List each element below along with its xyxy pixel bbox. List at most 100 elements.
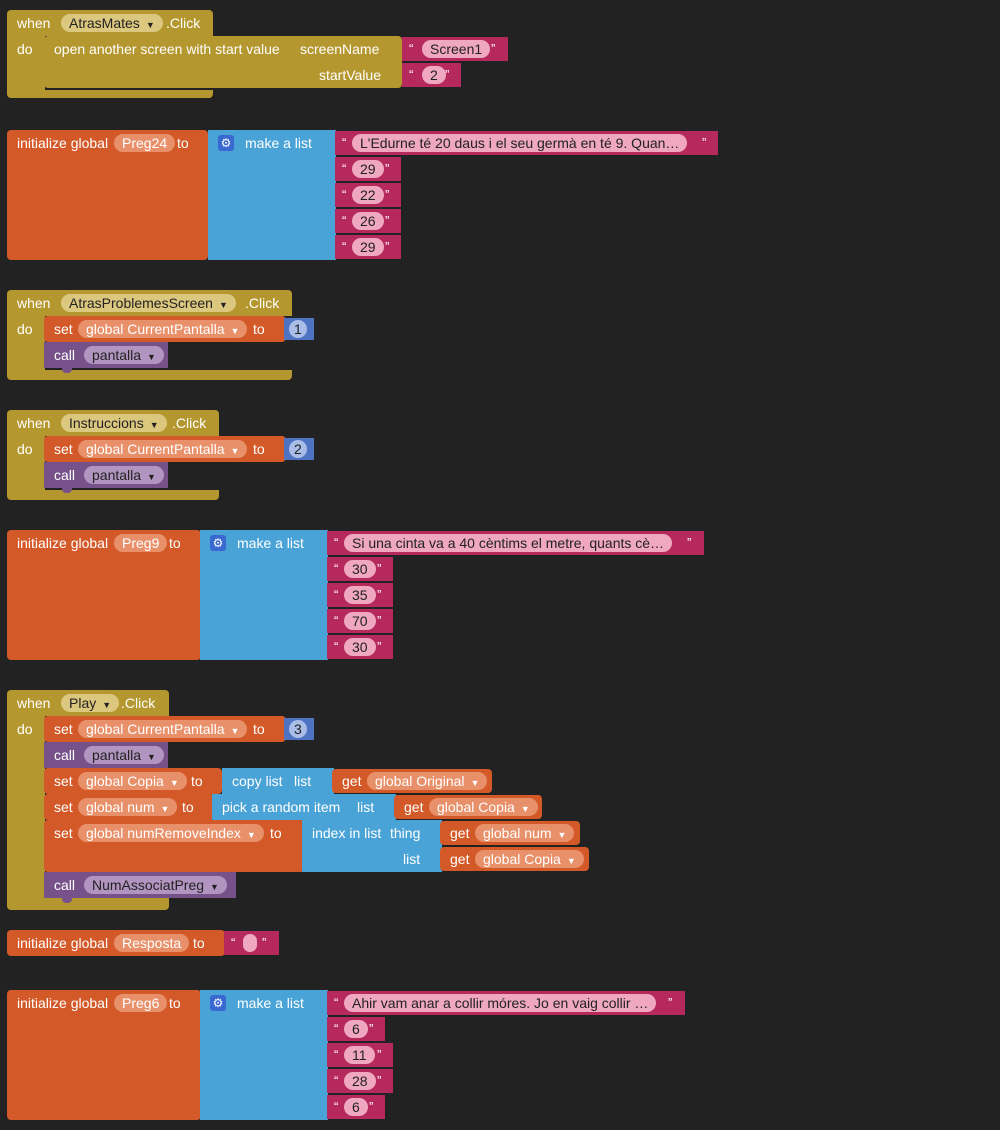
variable-name-field[interactable]: Resposta xyxy=(114,934,190,952)
get-variable-block[interactable]: get global Copia▼ xyxy=(394,795,542,819)
make-list-block[interactable]: ⚙ make a list xyxy=(200,530,328,660)
list-item-text[interactable]: “ 26 ” xyxy=(335,209,401,233)
gear-icon[interactable]: ⚙ xyxy=(210,535,226,551)
call-procedure-block[interactable]: call NumAssociatPreg▼ xyxy=(44,872,236,903)
pick-random-item-block[interactable]: pick a random item list xyxy=(212,794,396,820)
gear-icon[interactable]: ⚙ xyxy=(210,995,226,1011)
call-label: call xyxy=(54,467,76,483)
text-block-screen[interactable]: “ Screen1 ” xyxy=(402,37,508,61)
variable-dropdown[interactable]: global Copia▼ xyxy=(429,798,538,816)
component-dropdown[interactable]: Instruccions▼ xyxy=(61,414,167,432)
list-item-text[interactable]: “ 6 ” xyxy=(327,1095,385,1119)
text-field[interactable]: 29 xyxy=(352,238,384,256)
make-list-block[interactable]: ⚙ make a list xyxy=(208,130,336,260)
procedure-dropdown[interactable]: pantalla▼ xyxy=(84,466,164,484)
text-field[interactable]: 2 xyxy=(422,66,446,84)
make-list-block[interactable]: ⚙ make a list xyxy=(200,990,328,1120)
component-dropdown[interactable]: Play▼ xyxy=(61,694,120,712)
variable-dropdown[interactable]: global numRemoveIndex▼ xyxy=(78,824,264,842)
text-field[interactable]: 22 xyxy=(352,186,384,204)
variable-name-field[interactable]: Preg9 xyxy=(114,534,168,552)
init-global-preg6[interactable]: initialize global Preg6 to xyxy=(7,990,201,1120)
when-label: when xyxy=(17,415,51,431)
procedure-dropdown[interactable]: pantalla▼ xyxy=(84,346,164,364)
number-field[interactable]: 2 xyxy=(289,440,307,458)
list-item-text[interactable]: “ 22 ” xyxy=(335,183,401,207)
init-global-preg9[interactable]: initialize global Preg9 to xyxy=(7,530,201,660)
text-field[interactable]: Ahir vam anar a collir móres. Jo en vaig… xyxy=(344,994,657,1012)
list-item-text[interactable]: “ Ahir vam anar a collir móres. Jo en va… xyxy=(327,991,685,1015)
text-field[interactable]: 11 xyxy=(344,1046,375,1064)
text-field[interactable]: 26 xyxy=(352,212,384,230)
variable-dropdown[interactable]: global CurrentPantalla▼ xyxy=(78,720,248,738)
event-block-atras-problemes[interactable]: when AtrasProblemesScreen▼ .Click do xyxy=(7,290,292,380)
text-field[interactable]: Screen1 xyxy=(422,40,491,58)
call-procedure-block[interactable]: call pantalla▼ xyxy=(44,462,168,493)
call-procedure-block[interactable]: call pantalla▼ xyxy=(44,342,168,373)
text-field[interactable]: 28 xyxy=(344,1072,376,1090)
init-global-preg24[interactable]: initialize global Preg24 to xyxy=(7,130,208,260)
list-item-text[interactable]: “ 29 ” xyxy=(335,235,401,259)
gear-icon[interactable]: ⚙ xyxy=(218,135,234,151)
list-item-text[interactable]: “ 29 ” xyxy=(335,157,401,181)
variable-dropdown[interactable]: global Original▼ xyxy=(367,772,488,790)
init-global-resposta[interactable]: initialize global Resposta to xyxy=(7,930,225,956)
text-field[interactable]: 35 xyxy=(344,586,376,604)
set-variable-block[interactable]: set global Copia▼ to xyxy=(44,768,222,794)
procedure-dropdown[interactable]: pantalla▼ xyxy=(84,746,164,764)
copy-list-block[interactable]: copy list list xyxy=(222,768,334,794)
text-block-start-value[interactable]: “ 2 ” xyxy=(402,63,461,87)
list-item-text[interactable]: “ 70 ” xyxy=(327,609,393,633)
open-screen-block[interactable]: open another screen with start value scr… xyxy=(44,36,402,88)
list-item-text[interactable]: “ Si una cinta va a 40 cèntims el metre,… xyxy=(327,531,704,555)
event-label: .Click xyxy=(166,15,201,31)
variable-dropdown[interactable]: global num▼ xyxy=(78,798,178,816)
set-variable-block[interactable]: set global numRemoveIndex▼ to xyxy=(44,820,304,872)
event-block-play[interactable]: when Play▼ .Click do xyxy=(7,690,169,910)
get-variable-block[interactable]: get global Copia▼ xyxy=(440,847,589,871)
get-variable-block[interactable]: get global num▼ xyxy=(440,821,580,845)
text-field[interactable]: 6 xyxy=(344,1098,368,1116)
set-variable-block[interactable]: set global CurrentPantalla▼ to xyxy=(44,436,286,462)
get-variable-block[interactable]: get global Original▼ xyxy=(332,769,492,793)
set-variable-block[interactable]: set global CurrentPantalla▼ to xyxy=(44,316,286,342)
number-field[interactable]: 1 xyxy=(289,320,307,338)
index-in-list-block[interactable]: index in list thing list xyxy=(302,820,442,872)
list-item-text[interactable]: “ 35 ” xyxy=(327,583,393,607)
variable-name-field[interactable]: Preg24 xyxy=(114,134,176,152)
call-procedure-block[interactable]: call pantalla▼ xyxy=(44,742,168,768)
text-field[interactable] xyxy=(243,934,257,952)
variable-dropdown[interactable]: global num▼ xyxy=(475,824,575,842)
variable-dropdown[interactable]: global CurrentPantalla▼ xyxy=(78,320,248,338)
number-field[interactable]: 3 xyxy=(289,720,307,738)
variable-dropdown[interactable]: global CurrentPantalla▼ xyxy=(78,440,248,458)
set-variable-block[interactable]: set global num▼ to xyxy=(44,794,214,820)
number-block[interactable]: 1 xyxy=(284,318,314,340)
component-dropdown[interactable]: AtrasMates▼ xyxy=(61,14,163,32)
number-block[interactable]: 3 xyxy=(284,718,314,740)
component-dropdown[interactable]: AtrasProblemesScreen▼ xyxy=(61,294,236,312)
event-block-atras-mates[interactable]: when AtrasMates▼ .Click do xyxy=(7,10,213,98)
event-block-instruccions[interactable]: when Instruccions▼ .Click do xyxy=(7,410,219,500)
variable-dropdown[interactable]: global Copia▼ xyxy=(475,850,584,868)
chevron-down-icon: ▼ xyxy=(557,830,567,840)
text-field[interactable]: L'Edurne té 20 daus i el seu germà en té… xyxy=(352,134,688,152)
list-item-text[interactable]: “ 30 ” xyxy=(327,557,393,581)
procedure-dropdown[interactable]: NumAssociatPreg▼ xyxy=(84,876,227,894)
text-field[interactable]: Si una cinta va a 40 cèntims el metre, q… xyxy=(344,534,673,552)
text-field[interactable]: 30 xyxy=(344,560,376,578)
set-variable-block[interactable]: set global CurrentPantalla▼ to xyxy=(44,716,286,742)
list-item-text[interactable]: “ 30 ” xyxy=(327,635,393,659)
text-field[interactable]: 6 xyxy=(344,1020,368,1038)
text-field[interactable]: 70 xyxy=(344,612,376,630)
text-field[interactable]: 29 xyxy=(352,160,384,178)
list-item-text[interactable]: “ 28 ” xyxy=(327,1069,393,1093)
text-block-empty[interactable]: “ ” xyxy=(224,931,279,955)
number-block[interactable]: 2 xyxy=(284,438,314,460)
variable-name-field[interactable]: Preg6 xyxy=(114,994,168,1012)
list-item-text[interactable]: “ 6 ” xyxy=(327,1017,385,1041)
list-item-text[interactable]: “ 11 ” xyxy=(327,1043,393,1067)
text-field[interactable]: 30 xyxy=(344,638,376,656)
list-item-text[interactable]: “ L'Edurne té 20 daus i el seu germà en … xyxy=(335,131,718,155)
variable-dropdown[interactable]: global Copia▼ xyxy=(78,772,187,790)
